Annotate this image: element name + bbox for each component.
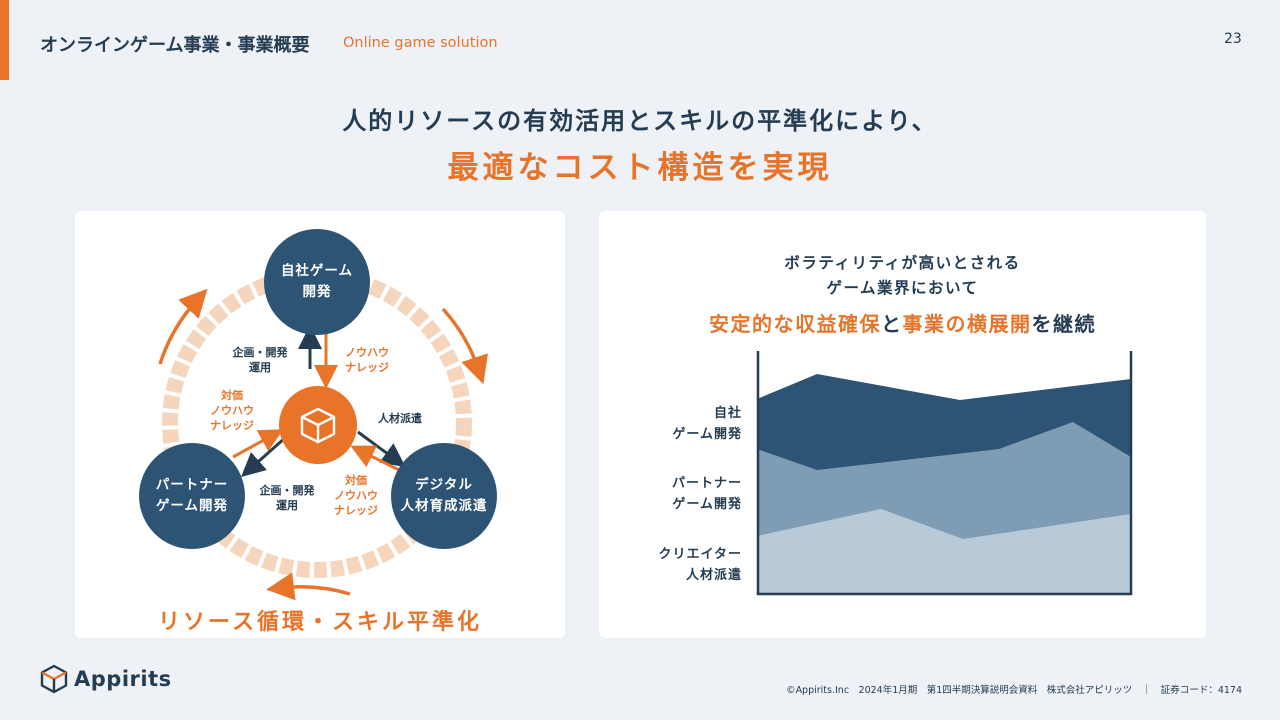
arrow-center-to-right	[357, 430, 406, 468]
company-logo: Appirits	[40, 664, 172, 694]
label-knowhow-top: ノウハウナレッジ	[345, 346, 389, 374]
left-circle-label: パートナーゲーム開発	[155, 477, 229, 514]
stability-card: ボラティリティが高いとされるゲーム業界において 安定的な収益確保と事業の横展開を…	[599, 211, 1206, 638]
arrow-left-to-center	[232, 429, 284, 459]
node-own-game-dev	[264, 229, 370, 335]
label-talent-dispatch: 人材派遣	[378, 412, 422, 425]
resource-cycle-card: 自社ゲーム開発 パートナーゲーム開発 デジタル人材育成派遣 企画・開発運用 ノウ…	[75, 211, 565, 638]
label-compensation-bottom: 対価ノウハウナレッジ	[334, 474, 378, 517]
headline-line-1: 人的リソースの有効活用とスキルの平準化により、	[342, 107, 938, 135]
stability-message: 安定的な収益確保と事業の横展開を継続	[709, 312, 1096, 336]
stacked-area-diagram	[756, 351, 1133, 596]
label-compensation-left: 対価ノウハウナレッジ	[210, 389, 254, 432]
arrow-center-to-left	[241, 435, 287, 477]
label-plan-dev-ops-top: 企画・開発運用	[232, 346, 288, 374]
cube-icon	[300, 407, 336, 444]
page-subtitle: Online game solution	[343, 35, 498, 51]
cycle-arrow-right	[441, 307, 488, 385]
cycle-caption: リソース循環・スキル平準化	[158, 610, 482, 635]
footer-text: ©Appirits.Inc 2024年1月期 第1四半期決算説明会資料 株式会社…	[786, 685, 1242, 696]
top-circle-label: 自社ゲーム開発	[280, 263, 354, 300]
cycle-diagram	[139, 229, 497, 601]
row-label-own: 自社ゲーム開発	[672, 406, 742, 442]
logo-text: Appirits	[74, 667, 172, 691]
stability-intro: ボラティリティが高いとされるゲーム業界において	[784, 254, 1021, 297]
row-label-partner: パートナーゲーム開発	[671, 476, 742, 512]
header-accent-bar	[0, 0, 9, 80]
row-label-creator: クリエイター人材派遣	[658, 547, 742, 583]
logo-cube-icon	[40, 664, 68, 694]
headline-line-2: 最適なコスト構造を実現	[447, 150, 833, 186]
cycle-arrow-left	[158, 288, 208, 365]
right-circle-label: デジタル人材育成派遣	[400, 477, 488, 514]
area-creator-dispatch	[757, 509, 1131, 594]
label-plan-dev-ops-bottom: 企画・開発運用	[259, 484, 315, 512]
cycle-arrow-bottom	[266, 572, 351, 601]
page-title: オンラインゲーム事業・事業概要	[40, 35, 310, 56]
node-digital-talent	[391, 443, 497, 549]
node-partner-game-dev	[139, 443, 245, 549]
page-number: 23	[1224, 31, 1242, 47]
